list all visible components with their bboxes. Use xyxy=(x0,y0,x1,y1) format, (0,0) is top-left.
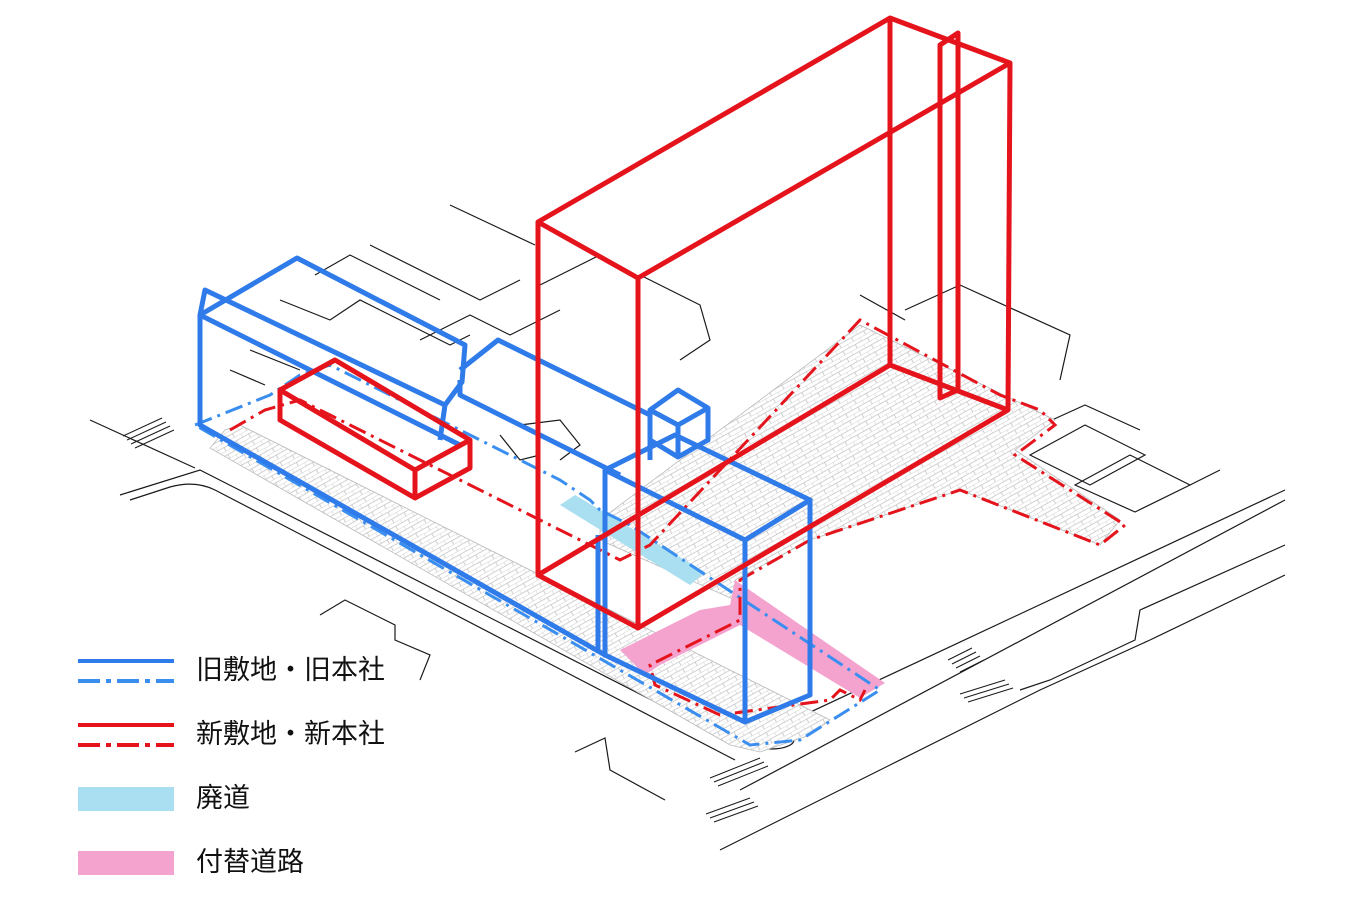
new-headquarters-tower xyxy=(535,15,1013,631)
legend-swatch-abolished-road xyxy=(78,787,174,811)
legend-label-old-site: 旧敷地・旧本社 xyxy=(196,655,385,686)
legend-label-replacement-road: 付替道路 xyxy=(196,847,304,878)
old-headquarters-buildings xyxy=(197,255,813,725)
legend-label-new-site: 新敷地・新本社 xyxy=(196,719,385,750)
new-annex-building xyxy=(277,357,473,501)
legend-label-abolished-road: 廃道 xyxy=(196,783,250,814)
legend-swatch-old-site xyxy=(78,659,174,683)
isometric-site-diagram xyxy=(89,15,1286,851)
legend-swatch-replacement-road xyxy=(78,851,174,875)
abolished-road-strip xyxy=(560,495,705,585)
replacement-road-strip xyxy=(620,580,885,698)
old-site-boundary xyxy=(191,363,883,747)
legend-swatch-new-site xyxy=(78,723,174,747)
